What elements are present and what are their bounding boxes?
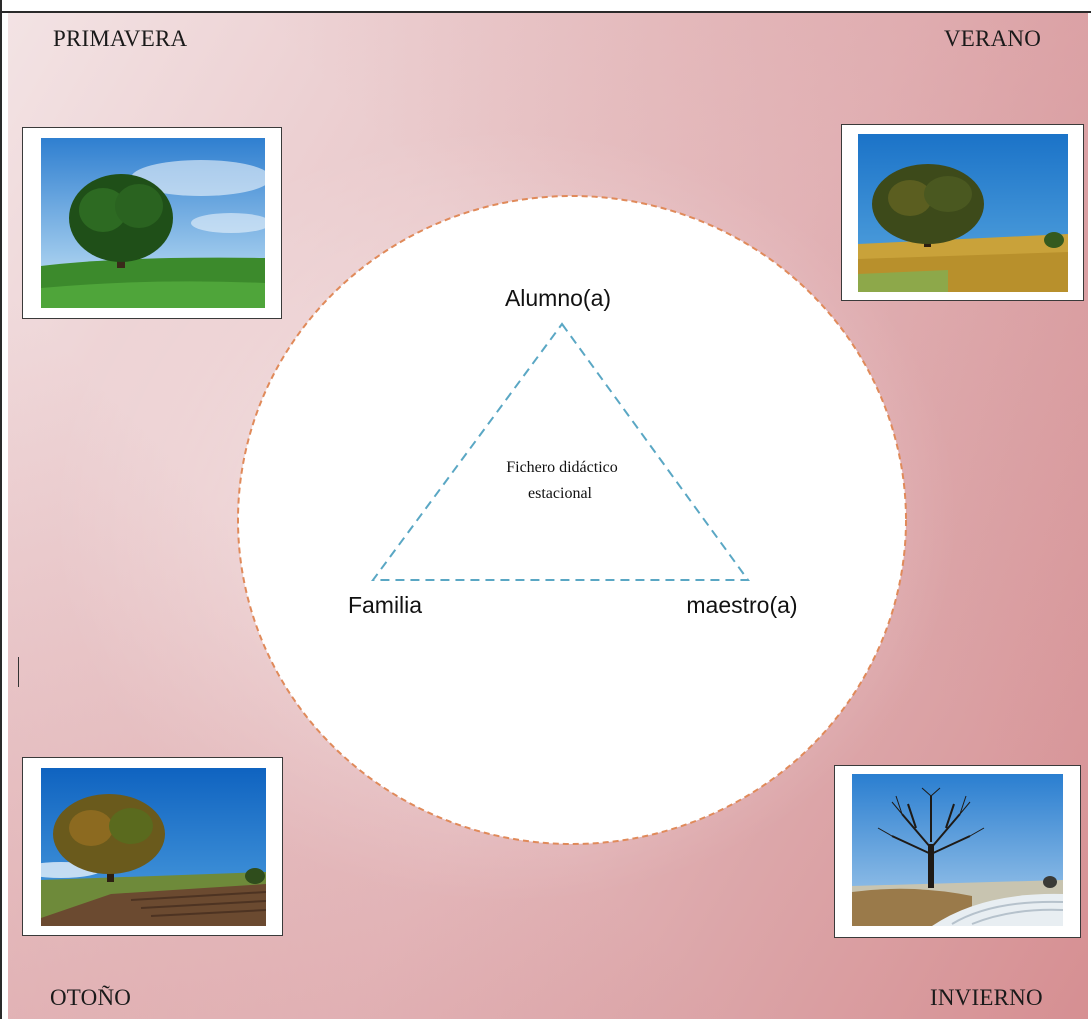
summer-photo-frame xyxy=(841,124,1084,301)
tree-summer-photo xyxy=(858,134,1068,292)
text-cursor xyxy=(18,657,19,687)
winter-photo-frame xyxy=(834,765,1081,938)
tree-winter-photo xyxy=(852,774,1063,926)
left-border-line xyxy=(0,0,2,1019)
center-label-line1: Fichero didáctico xyxy=(506,459,618,476)
tree-spring-photo xyxy=(41,138,265,308)
season-label-verano: VERANO xyxy=(944,26,1042,51)
node-label-familia: Familia xyxy=(348,592,422,618)
top-border-line xyxy=(0,11,1091,13)
center-circle xyxy=(237,195,907,845)
relationship-triangle xyxy=(371,322,750,581)
node-label-maestro: maestro(a) xyxy=(686,592,797,618)
season-label-primavera: PRIMAVERA xyxy=(53,26,188,51)
autumn-photo-frame xyxy=(22,757,283,936)
center-label-line2: estacional xyxy=(528,485,593,502)
node-label-alumno: Alumno(a) xyxy=(505,285,611,311)
spring-photo-frame xyxy=(22,127,282,319)
season-label-otono: OTOÑO xyxy=(50,985,132,1010)
season-label-invierno: INVIERNO xyxy=(930,985,1043,1010)
tree-autumn-photo xyxy=(41,768,266,926)
